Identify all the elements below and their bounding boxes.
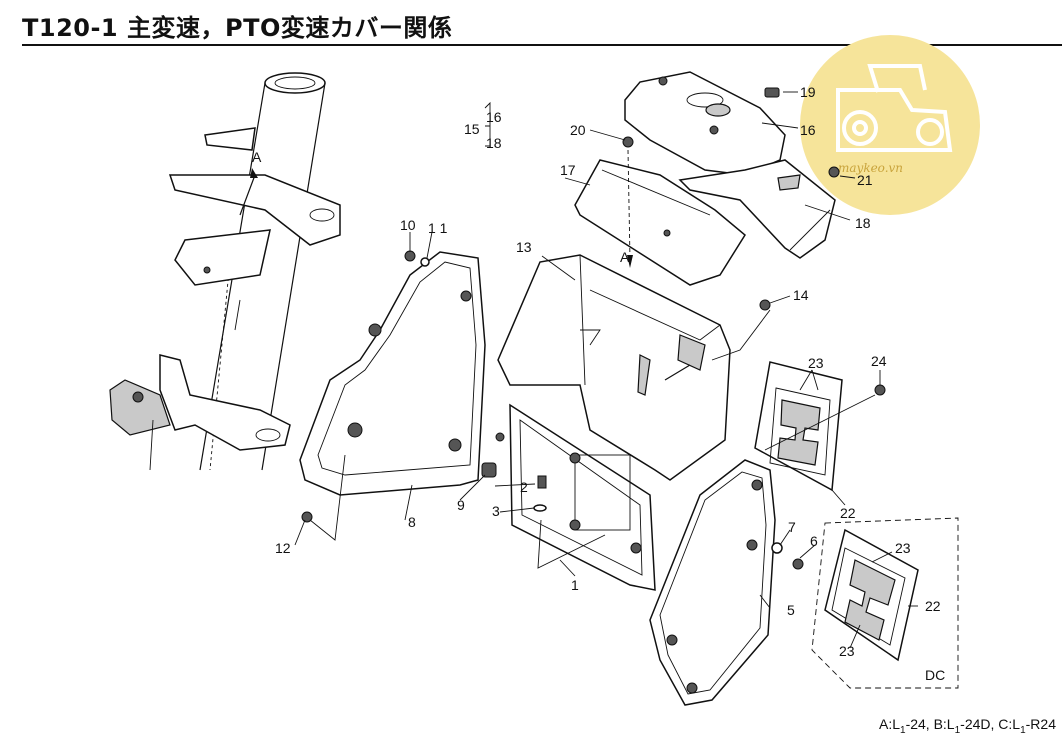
callout-6: 6 bbox=[810, 533, 818, 549]
callout-5: 5 bbox=[787, 602, 795, 618]
callout-12: 12 bbox=[275, 540, 291, 556]
callout-8: 8 bbox=[408, 514, 416, 530]
marker-a-mid: A bbox=[620, 249, 630, 265]
callout-3: 3 bbox=[492, 503, 500, 519]
callout-2: 2 bbox=[520, 479, 528, 495]
part-16-top-cover bbox=[624, 71, 786, 176]
callout-7: 7 bbox=[788, 519, 796, 535]
part-18-cover-side bbox=[678, 159, 836, 259]
part-17-cover-bracket bbox=[574, 159, 746, 286]
page-title: T120-1 主変速，PTO変速カバー関係 bbox=[22, 14, 453, 42]
part-13-center-cover bbox=[497, 254, 731, 481]
callout-17: 17 bbox=[560, 162, 576, 178]
callout-23c: 23 bbox=[839, 643, 855, 659]
callout-22b: 22 bbox=[925, 598, 941, 614]
callout-22a: 22 bbox=[840, 505, 856, 521]
part-5-side-cover bbox=[649, 459, 776, 706]
callout-15: 15 bbox=[464, 121, 480, 137]
callout-24: 24 bbox=[871, 353, 887, 369]
steering-column bbox=[109, 72, 341, 471]
leader-lines bbox=[294, 91, 918, 649]
callout-13: 13 bbox=[516, 239, 532, 255]
arrow-a-top: A bbox=[239, 149, 262, 216]
watermark-text: maykeo.vn bbox=[838, 161, 903, 175]
callout-labels: 1 2 3 5 6 7 8 9 10 1 1 12 13 14 15 16 18… bbox=[275, 84, 941, 659]
marker-dc: DC bbox=[925, 667, 945, 683]
callout-9: 9 bbox=[457, 497, 465, 513]
callout-16b: 16 bbox=[800, 122, 816, 138]
callout-18a: 18 bbox=[486, 135, 502, 151]
callout-23b: 23 bbox=[895, 540, 911, 556]
part-8-side-cover bbox=[299, 251, 486, 496]
callout-10: 10 bbox=[400, 217, 416, 233]
callout-19: 19 bbox=[800, 84, 816, 100]
model-footnote: A:L1-24, B:L1-24D, C:L1-R24 bbox=[878, 716, 1056, 736]
callout-11: 1 1 bbox=[428, 220, 448, 236]
marker-a-top: A bbox=[252, 149, 262, 165]
hardware-bolts bbox=[301, 87, 886, 570]
dc-box: DC bbox=[811, 517, 959, 689]
title-underline bbox=[22, 44, 1062, 46]
callout-23a: 23 bbox=[808, 355, 824, 371]
callout-18b: 18 bbox=[855, 215, 871, 231]
callout-14: 14 bbox=[793, 287, 809, 303]
callout-1: 1 bbox=[571, 577, 579, 593]
callout-21: 21 bbox=[857, 172, 873, 188]
callout-20: 20 bbox=[570, 122, 586, 138]
callout-16a: 16 bbox=[486, 109, 502, 125]
part-1-lower-plate bbox=[495, 403, 656, 591]
watermark-logo: maykeo.vn bbox=[800, 35, 980, 215]
